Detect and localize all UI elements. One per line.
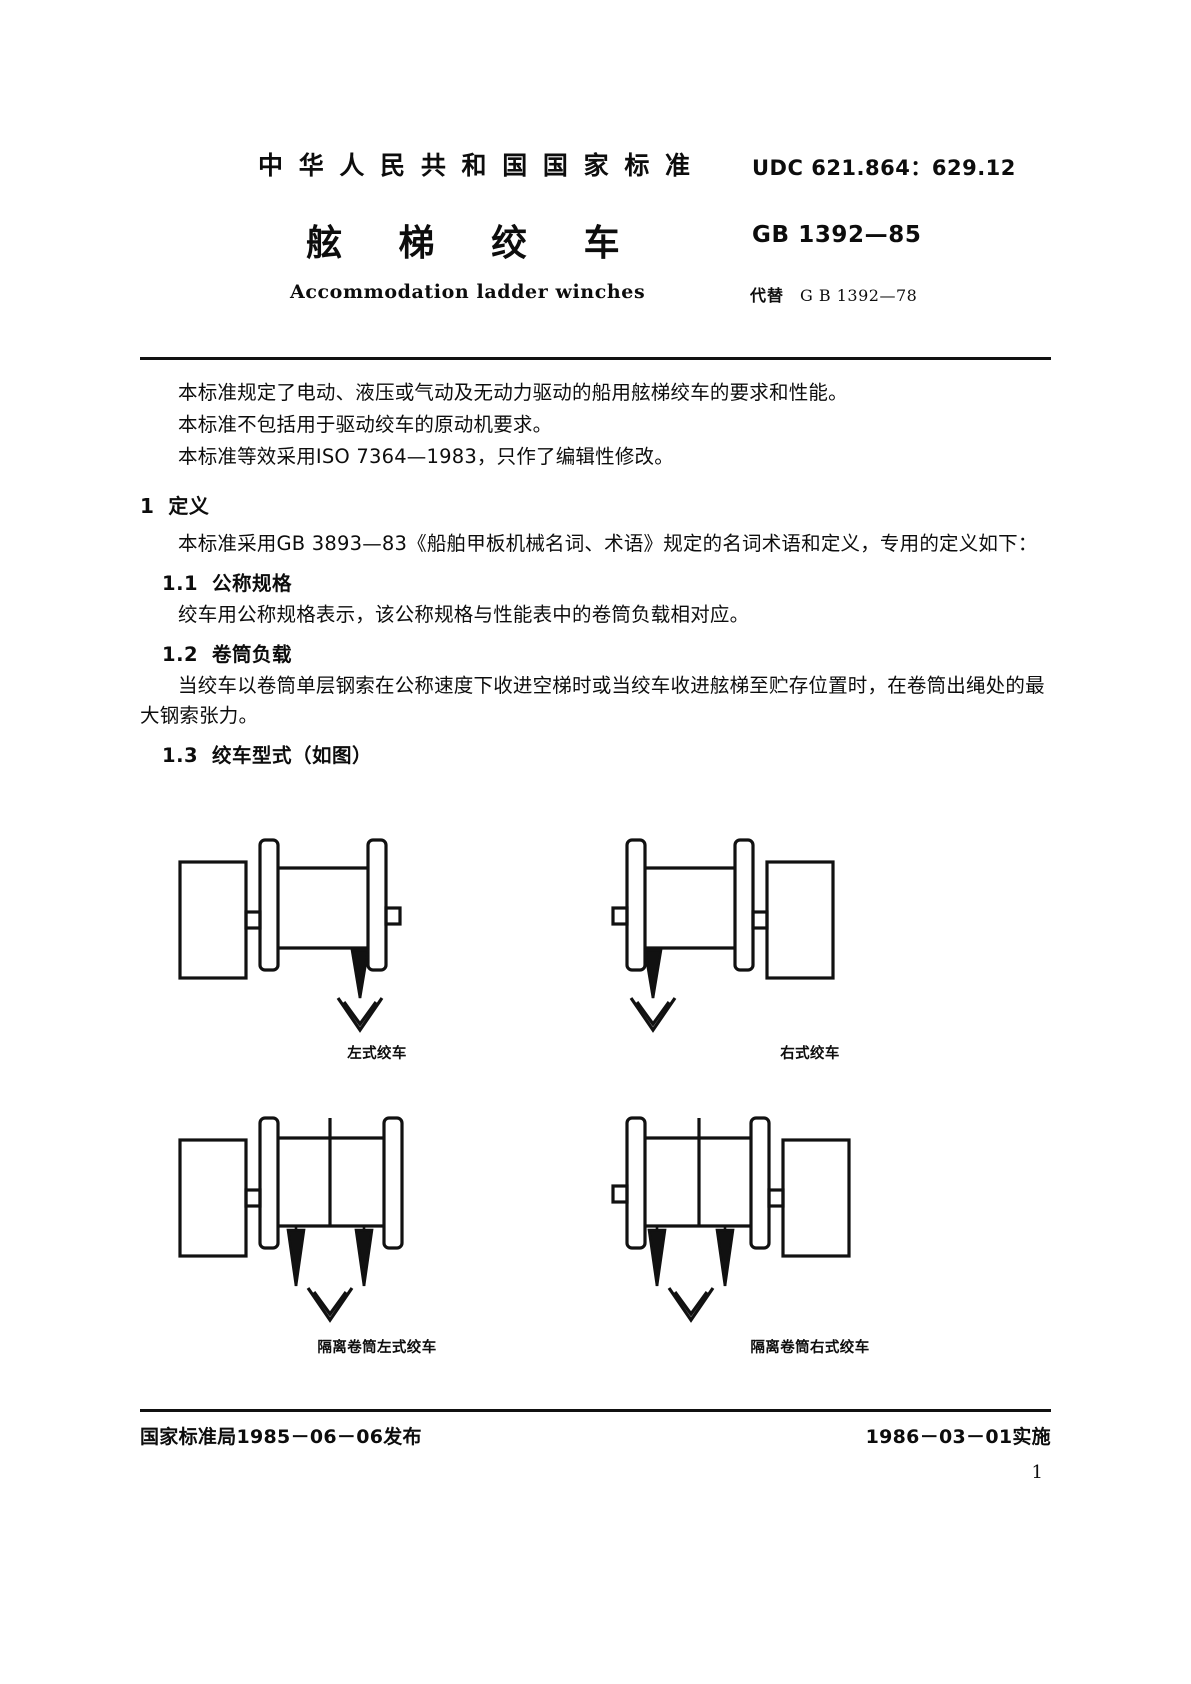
- figure-caption: 右式绞车: [780, 1046, 840, 1062]
- rope-lead-arrow: [647, 1226, 667, 1287]
- section-1-3-title: 绞车型式（如图）: [212, 744, 373, 767]
- figure-row-1: 左式绞车: [140, 820, 1051, 1095]
- page-number: 1: [1031, 1462, 1043, 1483]
- figure-caption: 隔离卷筒右式绞车: [750, 1340, 870, 1356]
- section-1-1-body: 绞车用公称规格表示，该公称规格与性能表中的卷筒负载相对应。: [178, 603, 750, 626]
- figure-caption: 隔离卷筒左式绞车: [317, 1340, 437, 1356]
- section-1-3-number: 1.3: [162, 744, 199, 767]
- deck-symbol: [629, 997, 677, 1033]
- figure-separated-drum-left-type-winch: 隔离卷筒左式绞车: [162, 1098, 592, 1373]
- right-type-winch-drawing: [611, 838, 835, 1033]
- page-title: 舷 梯 绞 车: [306, 223, 642, 264]
- replaces-notice: 代替 G B 1392—78: [750, 282, 917, 306]
- english-title: Accommodation ladder winches: [290, 281, 646, 303]
- document-body: 本标准规定了电动、液压或气动及无动力驱动的船用舷梯绞车的要求和性能。 本标准不包…: [140, 378, 1051, 772]
- figure-separated-drum-right-type-winch: 隔离卷筒右式绞车: [595, 1098, 1025, 1373]
- section-1-2-title: 卷筒负载: [212, 643, 293, 666]
- figure-caption: 左式绞车: [347, 1046, 407, 1062]
- intro-line-2: 本标准不包括用于驱动绞车的原动机要求。: [178, 413, 553, 436]
- figure-row-2: 隔离卷筒左式绞车: [140, 1098, 1051, 1373]
- section-1-2-body: 当绞车以卷筒单层钢索在公称速度下收进空梯时或当绞车收进舷梯至贮存位置时，在卷筒出…: [140, 674, 1045, 727]
- section-1-1-number: 1.1: [162, 572, 199, 595]
- deck-symbol: [336, 997, 384, 1033]
- section-1-2-number: 1.2: [162, 643, 199, 666]
- document-masthead: 中 华 人 民 共 和 国 国 家 标 准 UDC 621.864：629.12…: [0, 132, 1191, 322]
- header-divider: [140, 357, 1051, 360]
- deck-symbol: [667, 1287, 715, 1323]
- section-1-lead: 本标准采用GB 3893—83《船舶甲板机械名词、术语》规定的名词术语和定义，专…: [178, 532, 1038, 555]
- udc-classification: UDC 621.864：629.12: [752, 156, 1016, 180]
- deck-symbol: [306, 1287, 354, 1323]
- effective-date: 1986－03－01实施: [865, 1426, 1051, 1448]
- section-1-title: 定义: [168, 494, 210, 518]
- separated-drum-right-type-winch-drawing: [611, 1116, 851, 1323]
- left-type-winch-drawing: [178, 838, 402, 1033]
- section-1-heading: 1 定义: [140, 490, 1051, 519]
- winch-type-figure-group: 左式绞车: [140, 820, 1051, 1380]
- intro-line-1: 本标准规定了电动、液压或气动及无动力驱动的船用舷梯绞车的要求和性能。: [178, 381, 848, 404]
- separated-drum-left-type-winch-drawing: [178, 1116, 404, 1323]
- document-footer: 国家标准局1985－06－06发布 1986－03－01实施: [140, 1422, 1051, 1462]
- rope-lead-arrow: [715, 1226, 735, 1287]
- section-1-2-heading: 1.2 卷筒负载: [140, 638, 1051, 667]
- rope-lead-arrow: [286, 1226, 306, 1287]
- replaces-code: G B 1392—78: [800, 286, 918, 305]
- section-1-3-heading: 1.3 绞车型式（如图）: [140, 739, 1051, 768]
- footer-divider: [140, 1409, 1051, 1412]
- issuing-authority-and-date: 国家标准局1985－06－06发布: [140, 1426, 422, 1448]
- section-1-number: 1: [140, 494, 155, 518]
- replaces-label: 代替: [750, 286, 785, 305]
- figure-left-type-winch: 左式绞车: [162, 820, 592, 1095]
- rope-lead-arrow: [643, 948, 663, 999]
- section-1-1-heading: 1.1 公称规格: [140, 567, 1051, 596]
- rope-lead-arrow: [350, 948, 370, 999]
- figure-right-type-winch: 右式绞车: [595, 820, 1025, 1095]
- national-standard-label: 中 华 人 民 共 和 国 国 家 标 准: [258, 151, 694, 180]
- intro-line-3: 本标准等效采用ISO 7364—1983，只作了编辑性修改。: [178, 445, 674, 468]
- standard-number: GB 1392—85: [752, 222, 922, 248]
- rope-lead-arrow: [354, 1226, 374, 1287]
- section-1-1-title: 公称规格: [212, 572, 293, 595]
